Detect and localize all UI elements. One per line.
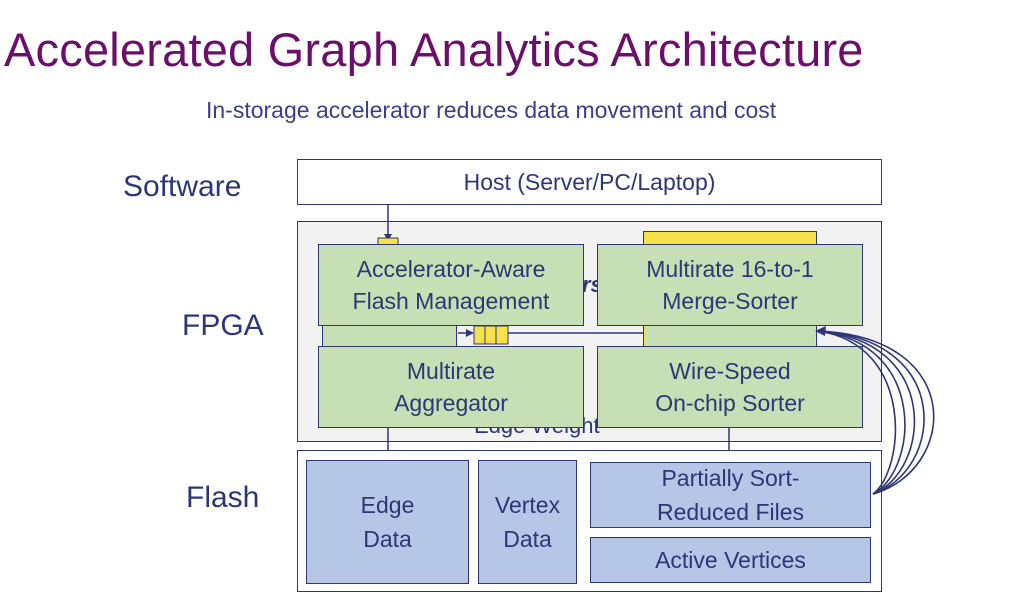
- sort-reduced-files-block: Partially Sort- Reduced Files: [590, 462, 871, 528]
- merge-sorter-line1: Multirate 16-to-1: [646, 256, 814, 282]
- aggregator-line1: Multirate: [406, 358, 496, 384]
- page-title: Accelerated Graph Analytics Architecture: [4, 23, 864, 76]
- sort-reduced-line1: Partially Sort-: [661, 465, 800, 491]
- edge-data-line1: Edge: [360, 492, 415, 518]
- flash-management-line2: Flash Management: [352, 288, 550, 314]
- layer-label-software: Software: [123, 170, 242, 203]
- sort-reduced-line2: Reduced Files: [656, 499, 805, 525]
- vertex-data-line2: Data: [503, 526, 552, 552]
- aggregator-line2: Aggregator: [394, 390, 508, 416]
- merge-sorter-line2: Merge-Sorter: [662, 288, 798, 314]
- active-vertices-block: Active Vertices: [590, 537, 871, 583]
- host-box: Host (Server/PC/Laptop): [297, 159, 882, 205]
- page-subtitle: In-storage accelerator reduces data move…: [206, 97, 777, 123]
- layer-label-flash: Flash: [186, 481, 260, 514]
- onchip-sorter-line2: On-chip Sorter: [655, 390, 805, 416]
- vertex-data-line1: Vertex: [494, 492, 561, 518]
- flash-management-line1: Accelerator-Aware: [356, 256, 546, 282]
- edge-data-line2: Data: [363, 526, 412, 552]
- layer-label-fpga: FPGA: [182, 309, 264, 342]
- onchip-sorter-line1: Wire-Speed: [669, 358, 791, 384]
